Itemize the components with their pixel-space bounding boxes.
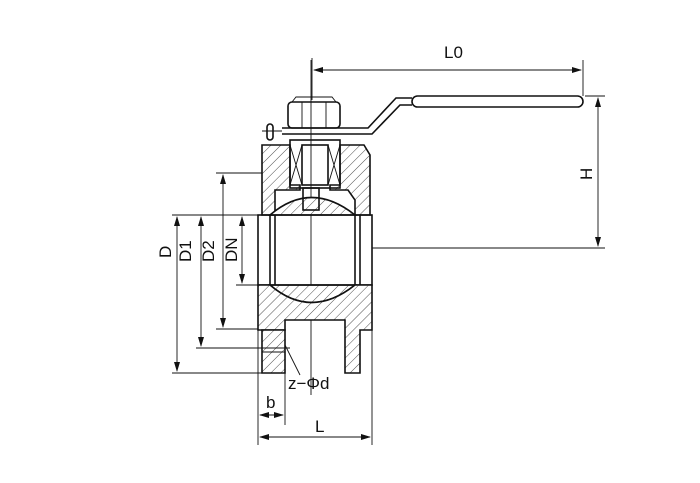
label-D1: D1: [176, 240, 195, 262]
label-D2: D2: [199, 240, 218, 262]
valve-body: [257, 139, 373, 374]
label-DN: DN: [222, 237, 241, 262]
label-D: D: [156, 246, 175, 258]
label-b: b: [266, 393, 275, 412]
label-bolt-holes: z−Φd: [288, 374, 329, 393]
extension-lines: [172, 58, 605, 445]
label-H: H: [577, 168, 596, 180]
stop-pin: [262, 123, 282, 141]
label-L0: L0: [444, 43, 463, 62]
label-L: L: [315, 417, 324, 436]
stem-nut: [287, 96, 341, 129]
dimension-lines: [174, 67, 601, 440]
